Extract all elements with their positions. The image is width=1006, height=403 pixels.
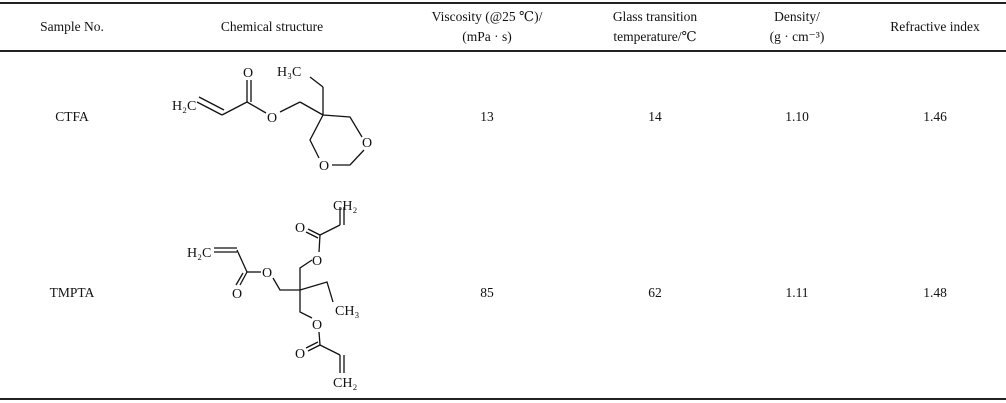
cell-glass-transition: 62 [648,285,662,300]
atom-label: H₂C [187,246,211,261]
header-rule [0,50,1006,52]
atom-label: O [362,136,372,151]
header-density: Density/ (g · cm⁻³) [770,7,825,47]
cell-density: 1.10 [785,109,809,124]
header-tg-line2: temperature/℃ [613,29,697,44]
atom-label: O [312,254,322,269]
atom-label: H₂C [172,99,196,114]
header-refractive: Refractive index [890,19,980,34]
header-density-line1: Density/ [774,9,820,24]
atom-label: O [232,287,242,302]
cell-sample: CTFA [55,109,89,124]
tmpta-structure: H₂C O O O O CH₂ CH₃ O O CH₂ [187,199,359,391]
header-viscosity-line1: Viscosity (@25 ℃)/ [431,9,543,24]
cell-glass-transition: 14 [648,109,662,124]
ctfa-structure: H₂C O O H₃C O O [172,65,372,174]
atom-label: CH₂ [333,199,357,214]
atom-label: CH₂ [333,376,357,391]
header-sample: Sample No. [40,19,104,34]
cell-sample: TMPTA [49,285,95,300]
atom-label: O [312,318,322,333]
header-density-line2: (g · cm⁻³) [769,29,825,44]
bottom-rule [0,398,1006,400]
cell-density: 1.11 [785,285,809,300]
header-glass-transition: Glass transition temperature/℃ [613,7,697,47]
atom-label: O [295,221,305,236]
atom-label: O [319,159,329,174]
atom-label: O [295,347,305,362]
atom-label: O [262,266,272,281]
cell-refractive: 1.46 [923,109,947,124]
cell-refractive: 1.48 [923,285,947,300]
cell-viscosity: 13 [480,109,494,124]
header-viscosity: Viscosity (@25 ℃)/ (mPa · s) [432,7,543,47]
atom-label: H₃C [277,65,301,80]
header-structure: Chemical structure [220,19,324,34]
atom-label: O [243,66,253,81]
cell-viscosity: 85 [480,285,494,300]
header-tg-line1: Glass transition [612,9,698,24]
atom-label: O [267,111,277,126]
header-viscosity-line2: (mPa · s) [462,29,512,44]
atom-label: CH₃ [335,304,359,319]
top-rule [0,2,1006,4]
